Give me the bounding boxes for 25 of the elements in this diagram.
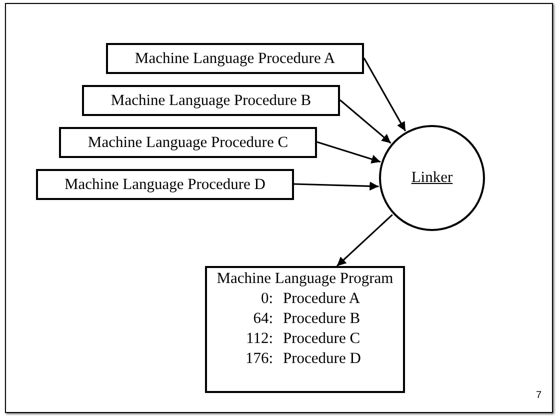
procedure-box bbox=[82, 85, 340, 116]
procedure-box bbox=[36, 169, 294, 200]
procedure-label: Procedure D bbox=[283, 350, 362, 368]
arrow bbox=[336, 214, 393, 267]
procedure-label: Procedure C bbox=[283, 330, 362, 348]
address-label: 64: bbox=[252, 310, 273, 328]
node-label: Machine Language Procedure C bbox=[88, 134, 288, 152]
node-label: Machine Language Procedure D bbox=[64, 176, 266, 194]
arrow bbox=[363, 58, 406, 132]
address-label: 0: bbox=[260, 290, 273, 308]
procedure-label: Procedure A bbox=[283, 290, 362, 308]
arrow bbox=[294, 182, 379, 191]
box-heading: Machine Language Program bbox=[216, 270, 394, 288]
procedure-label: Procedure B bbox=[283, 310, 362, 328]
procedure-box bbox=[59, 127, 317, 158]
procedure-box bbox=[106, 43, 364, 74]
address-label: 176: bbox=[244, 350, 273, 368]
node-label: Machine Language Procedure A bbox=[134, 50, 336, 68]
arrow bbox=[316, 141, 381, 164]
page-number: 7 bbox=[536, 390, 542, 401]
node-label: Machine Language Procedure B bbox=[110, 92, 312, 110]
program-box bbox=[205, 266, 405, 393]
node-label: Linker bbox=[411, 169, 453, 187]
address-label: 112: bbox=[245, 330, 273, 348]
arrow bbox=[339, 99, 392, 144]
